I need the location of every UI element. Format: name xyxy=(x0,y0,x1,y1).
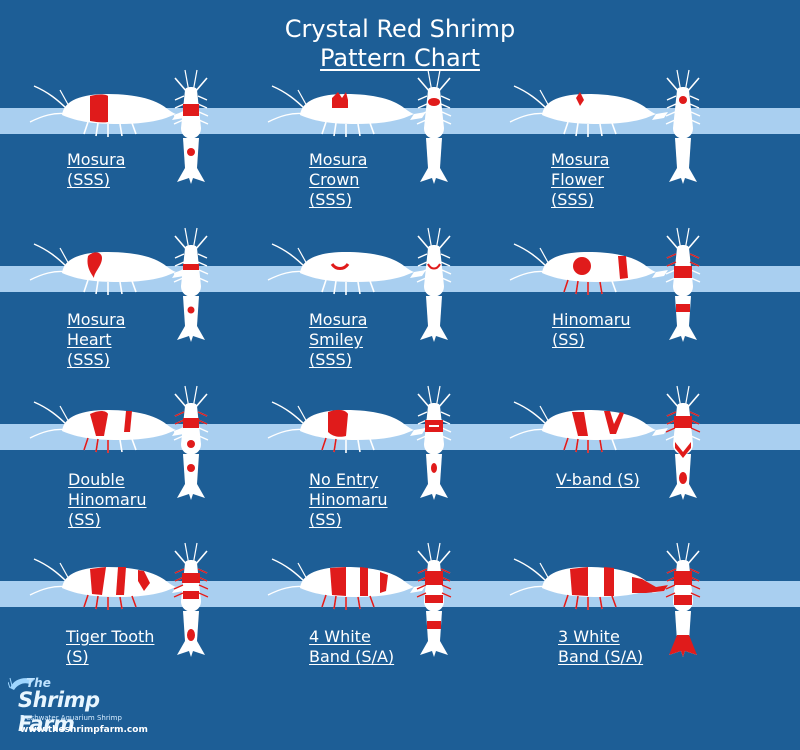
shrimp-top-mosura-crown xyxy=(416,69,452,185)
shrimp-side-no-entry-hinomaru xyxy=(267,401,427,454)
shrimp-side-mosura-smiley xyxy=(267,243,427,296)
logo-tagline: Freshwater Aquarium Shrimp xyxy=(20,714,122,722)
shrimp-side-mosura-flower xyxy=(509,85,669,138)
shrimp-side-v-band xyxy=(509,401,669,454)
shrimp-side-mosura-crown xyxy=(267,85,427,138)
shrimp-side-mosura xyxy=(29,85,189,138)
shrimp-top-tiger-tooth xyxy=(173,542,209,658)
shrimp-side-3-white-band xyxy=(509,558,669,611)
logo-the: The xyxy=(26,676,51,690)
brand-logo[interactable]: The Shrimp Farm Freshwater Aquarium Shri… xyxy=(8,674,152,744)
pattern-label-mosura[interactable]: Mosura(SSS) xyxy=(67,150,126,189)
shrimp-logo-icon xyxy=(8,677,34,690)
shrimp-side-double-hinomaru xyxy=(29,401,189,454)
shrimp-top-mosura-flower xyxy=(665,69,701,185)
shrimp-side-4-white-band xyxy=(267,558,427,611)
shrimp-side-mosura-heart xyxy=(29,243,189,296)
shrimp-top-mosura xyxy=(173,69,209,185)
pattern-label-tiger-tooth[interactable]: Tiger Tooth(S) xyxy=(66,627,155,666)
page-title: Crystal Red Shrimp xyxy=(284,15,516,43)
shrimp-top-hinomaru xyxy=(665,227,701,343)
shrimp-side-tiger-tooth xyxy=(29,558,189,611)
pattern-label-v-band[interactable]: V-band (S) xyxy=(556,470,640,489)
shrimp-side-hinomaru xyxy=(509,243,669,296)
shrimp-top-3-white-band xyxy=(665,542,701,658)
shrimp-top-v-band xyxy=(665,385,701,501)
shrimp-top-no-entry-hinomaru xyxy=(416,385,452,501)
shrimp-top-mosura-heart xyxy=(173,227,209,343)
pattern-label-hinomaru[interactable]: Hinomaru(SS) xyxy=(552,310,631,349)
shrimp-top-mosura-smiley xyxy=(416,227,452,343)
logo-url[interactable]: www.theshrimpfarm.com xyxy=(20,725,148,735)
logo-name: Shrimp Farm xyxy=(18,688,100,736)
shrimp-top-double-hinomaru xyxy=(173,385,209,501)
shrimp-top-4-white-band xyxy=(416,542,452,658)
page-subtitle: Pattern Chart xyxy=(320,44,480,72)
